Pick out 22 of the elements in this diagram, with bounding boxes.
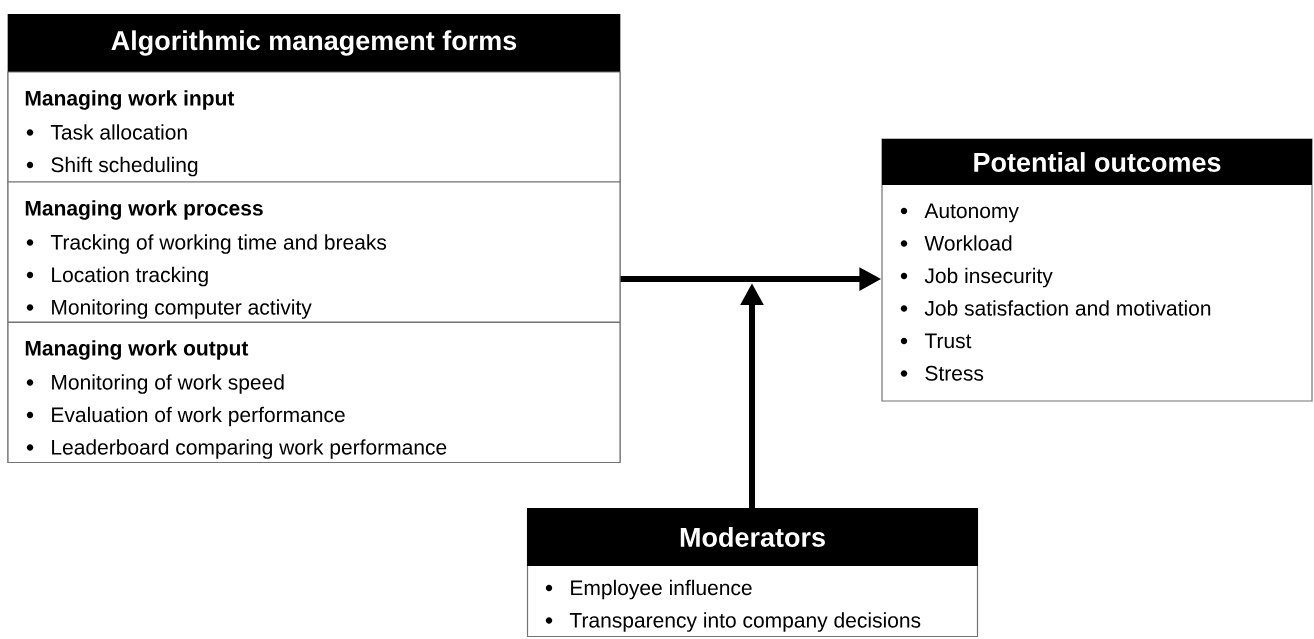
bullet-item: Job satisfaction and motivation [900, 300, 1211, 316]
bullet-item: Location tracking [26, 266, 208, 287]
bullet-item: Monitoring of work speed [26, 374, 284, 394]
bullet-item: Tracking of working time and breaks [26, 234, 387, 254]
bullet-item: Transparency into company decisions [545, 612, 921, 632]
heading-bar: Potential outcomes [882, 139, 1312, 185]
bullet-item: Leaderboard comparing work performance [26, 439, 447, 459]
heading-bar: Moderators [527, 508, 978, 566]
heading-bar: Algorithmic management forms [8, 14, 620, 72]
section-heading: Managing work process [25, 200, 263, 220]
bullet-item: Job insecurity [900, 267, 1053, 288]
section-heading: Managing work output [25, 340, 249, 360]
bullet-item: Monitoring computer activity [26, 299, 312, 319]
bullet-item: Employee influence [545, 579, 752, 600]
bullet-item: Autonomy [900, 203, 1019, 223]
bullet-item: Task allocation [26, 124, 187, 140]
bullet-item: Stress [900, 365, 984, 381]
bullet-item: Evaluation of work performance [26, 406, 345, 427]
bullet-item: Trust [900, 333, 972, 349]
section-heading: Managing work input [25, 90, 235, 110]
bullet-item: Workload [900, 235, 1012, 251]
bullet-item: Shift scheduling [26, 156, 198, 177]
